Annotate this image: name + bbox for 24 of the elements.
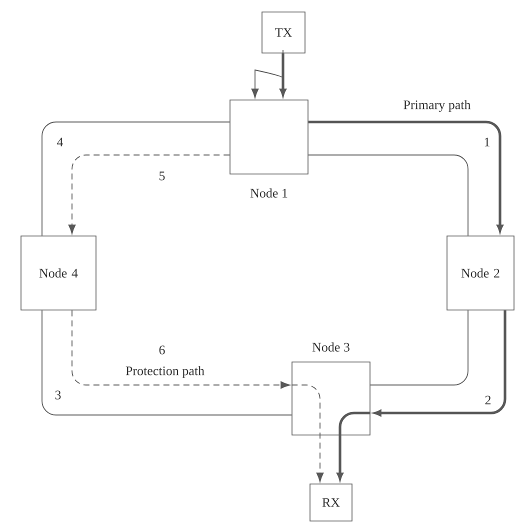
arrow xyxy=(291,384,324,482)
node-box: Node 2 xyxy=(446,236,514,310)
arrow xyxy=(251,50,284,98)
edge-label: 2 xyxy=(484,394,492,406)
node-label: Node 1 xyxy=(250,188,288,198)
arrow xyxy=(374,310,506,416)
node-box: TX xyxy=(262,12,306,54)
edge-label: 1 xyxy=(482,136,492,148)
node-box: Node 1 xyxy=(230,100,308,198)
edge-label: 3 xyxy=(54,390,62,400)
edge-label: 4 xyxy=(56,136,64,148)
arrow xyxy=(72,310,290,389)
node-box: Node 4 xyxy=(20,236,96,310)
path-label: Primary path xyxy=(402,99,472,113)
edge-label: 5 xyxy=(158,170,166,182)
node-box: RX xyxy=(310,484,352,522)
edge-label: 6 xyxy=(158,344,166,356)
node-box: Node 3 xyxy=(292,342,370,436)
arrow xyxy=(280,53,286,96)
arrow xyxy=(308,120,504,232)
arrow xyxy=(336,412,370,480)
node-label: Node 3 xyxy=(312,342,350,352)
path-label: Protection path xyxy=(124,365,206,379)
arrow xyxy=(68,154,230,234)
